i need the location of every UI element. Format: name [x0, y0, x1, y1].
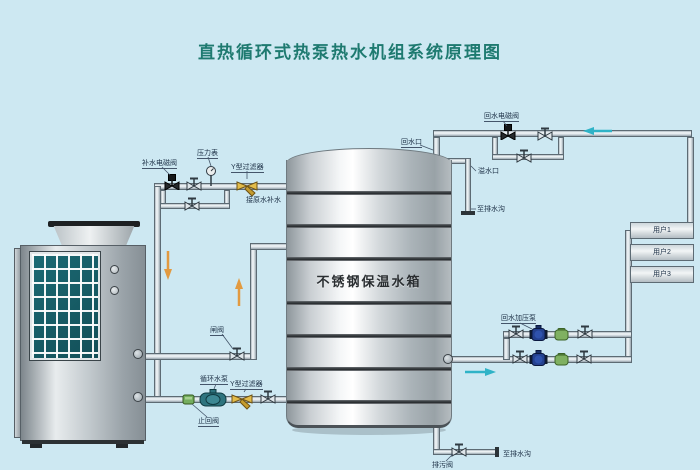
gate-valve-icon	[229, 347, 245, 361]
heat-pump-foot	[116, 444, 128, 448]
fan-shroud-rim	[48, 221, 140, 227]
pipe-bypass-tl-left	[160, 190, 166, 204]
tank-band	[287, 224, 451, 228]
heat-pump-base	[22, 440, 144, 444]
gate-valve-icon	[184, 197, 200, 211]
heat-pump-foot	[30, 444, 42, 448]
gate-valve-icon	[260, 390, 276, 404]
pipe-booster-left-conn	[503, 338, 510, 360]
gate-valve-icon	[516, 149, 532, 163]
y-filter-icon	[236, 181, 258, 197]
label-makeup-solenoid: 补水电磁阀	[142, 160, 177, 169]
fan-shroud	[53, 226, 135, 246]
circulation-pump-icon	[199, 389, 227, 407]
tank-band	[287, 334, 451, 338]
pipe-port	[133, 392, 143, 402]
pipe-overflow-v	[465, 158, 471, 213]
evaporator-coil	[29, 251, 101, 361]
tank-band	[287, 367, 451, 371]
tank-band	[287, 400, 451, 404]
pressure-gauge-icon	[205, 166, 217, 186]
tank-label: 不锈钢保温水箱	[316, 274, 422, 289]
label-raw-water-inlet: 接原水补水	[246, 197, 281, 204]
flow-arrow-up	[235, 278, 243, 306]
pipe-drain-stub	[433, 424, 440, 452]
pipe-top-return	[433, 130, 692, 137]
gate-valve-icon	[451, 443, 467, 457]
pipe-hp-out-riser	[250, 243, 257, 360]
gate-valve-icon	[512, 350, 528, 364]
label-blowdown-valve: 排污阀	[432, 462, 453, 469]
label-y-filter-bottom: Y型过滤器	[230, 381, 263, 390]
gate-valve-icon	[508, 325, 524, 339]
user-label: 用户1	[653, 227, 671, 234]
green-pump-icon	[554, 328, 569, 341]
tank-band	[287, 191, 451, 195]
gate-valve-icon	[537, 127, 553, 141]
green-pump-icon	[554, 353, 569, 366]
label-pressure-gauge: 压力表	[197, 150, 218, 159]
user-label: 用户2	[653, 249, 671, 256]
user-branch-2: 用户2	[630, 244, 694, 261]
label-return-solenoid: 回水电磁阀	[484, 113, 519, 122]
label-check-valve: 止回阀	[198, 418, 219, 427]
label-y-filter-top: Y型过滤器	[231, 164, 264, 173]
gate-valve-icon	[576, 350, 592, 364]
user-branch-1: 用户1	[630, 222, 694, 239]
pipe-port	[133, 349, 143, 359]
booster-pump-icon	[529, 325, 548, 341]
label-booster-pump: 回水加压泵	[501, 315, 536, 324]
pipe-bypass-tl-right	[224, 190, 230, 204]
tank-band	[287, 301, 451, 305]
pipe-cap	[461, 211, 475, 215]
panel-knob	[110, 286, 119, 295]
booster-pump-icon	[529, 350, 548, 366]
user-branch-3: 用户3	[630, 266, 694, 283]
flow-arrow-right	[465, 368, 496, 376]
y-filter-icon	[231, 394, 253, 410]
page-title: 直热循环式热泵热水机组系统原理图	[198, 43, 502, 62]
panel-knob	[110, 265, 119, 274]
user-label: 用户3	[653, 271, 671, 278]
tank-band	[287, 257, 451, 261]
label-drain-to-ditch: 至排水沟	[503, 451, 531, 458]
solenoid-valve-icon	[164, 174, 180, 190]
label-overflow-to-drain: 至排水沟	[477, 206, 505, 213]
tank-shadow	[292, 425, 446, 435]
pipe-users-right	[687, 137, 694, 225]
pipe-cap	[495, 447, 499, 457]
flow-arrow-down	[164, 251, 172, 280]
label-gate-valve: 闸阀	[210, 327, 224, 336]
pipe-makeup-down	[154, 186, 161, 403]
label-return-port: 回水口	[401, 139, 422, 148]
gate-valve-icon	[186, 177, 202, 191]
label-overflow-port: 溢水口	[478, 168, 499, 175]
solenoid-valve-icon	[500, 124, 516, 140]
gate-valve-icon	[577, 325, 593, 339]
label-circulation-pump: 循环水泵	[200, 376, 228, 385]
pipe-port	[443, 354, 453, 364]
water-tank	[286, 160, 452, 428]
check-valve-icon	[182, 394, 195, 405]
